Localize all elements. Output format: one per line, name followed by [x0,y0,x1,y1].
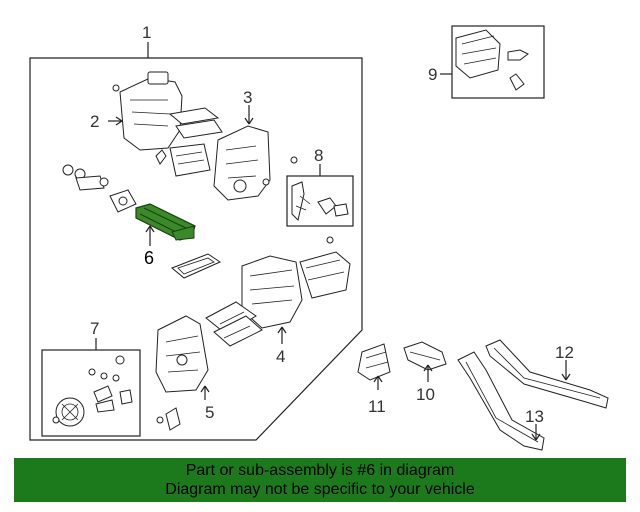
callout-9: 9 [428,65,437,84]
callout-6: 6 [144,248,154,268]
part-11 [357,343,391,381]
part-12-duct [485,339,609,409]
callout-8: 8 [314,146,323,165]
banner-line-2: Diagram may not be specific to your vehi… [165,481,475,498]
part-7-contents [52,355,133,427]
callout-3: 3 [243,88,252,107]
info-banner: Part or sub-assembly is #6 in diagram Di… [14,458,626,502]
part-3-case-section [155,125,298,201]
part-7-box [41,349,141,437]
part-5-heater-case [155,301,263,431]
callout-12: 12 [555,343,574,362]
part-4-lower-case [241,251,351,329]
part-9-box [451,25,545,99]
callout-2: 2 [90,112,99,131]
banner-line-1: Part or sub-assembly is #6 in diagram [185,462,455,479]
part-2-upper-housing [112,71,223,151]
callout-1: 1 [142,23,151,42]
part-6-highlighted [135,203,196,241]
callout-7: 7 [90,319,99,338]
part-9-contents [455,29,529,91]
part-8-contents [291,181,349,244]
callout-4: 4 [276,347,285,366]
callout-5: 5 [205,403,214,422]
callout-13: 13 [525,407,544,426]
callout-10: 10 [416,385,435,404]
linkage-parts [62,164,137,213]
part-10 [403,341,447,371]
assembly-frame [29,57,363,441]
part-13-duct [457,351,545,451]
callout-11: 11 [368,397,386,416]
parts-diagram: 1 2 3 6 8 [29,23,609,451]
gasket [171,253,222,279]
